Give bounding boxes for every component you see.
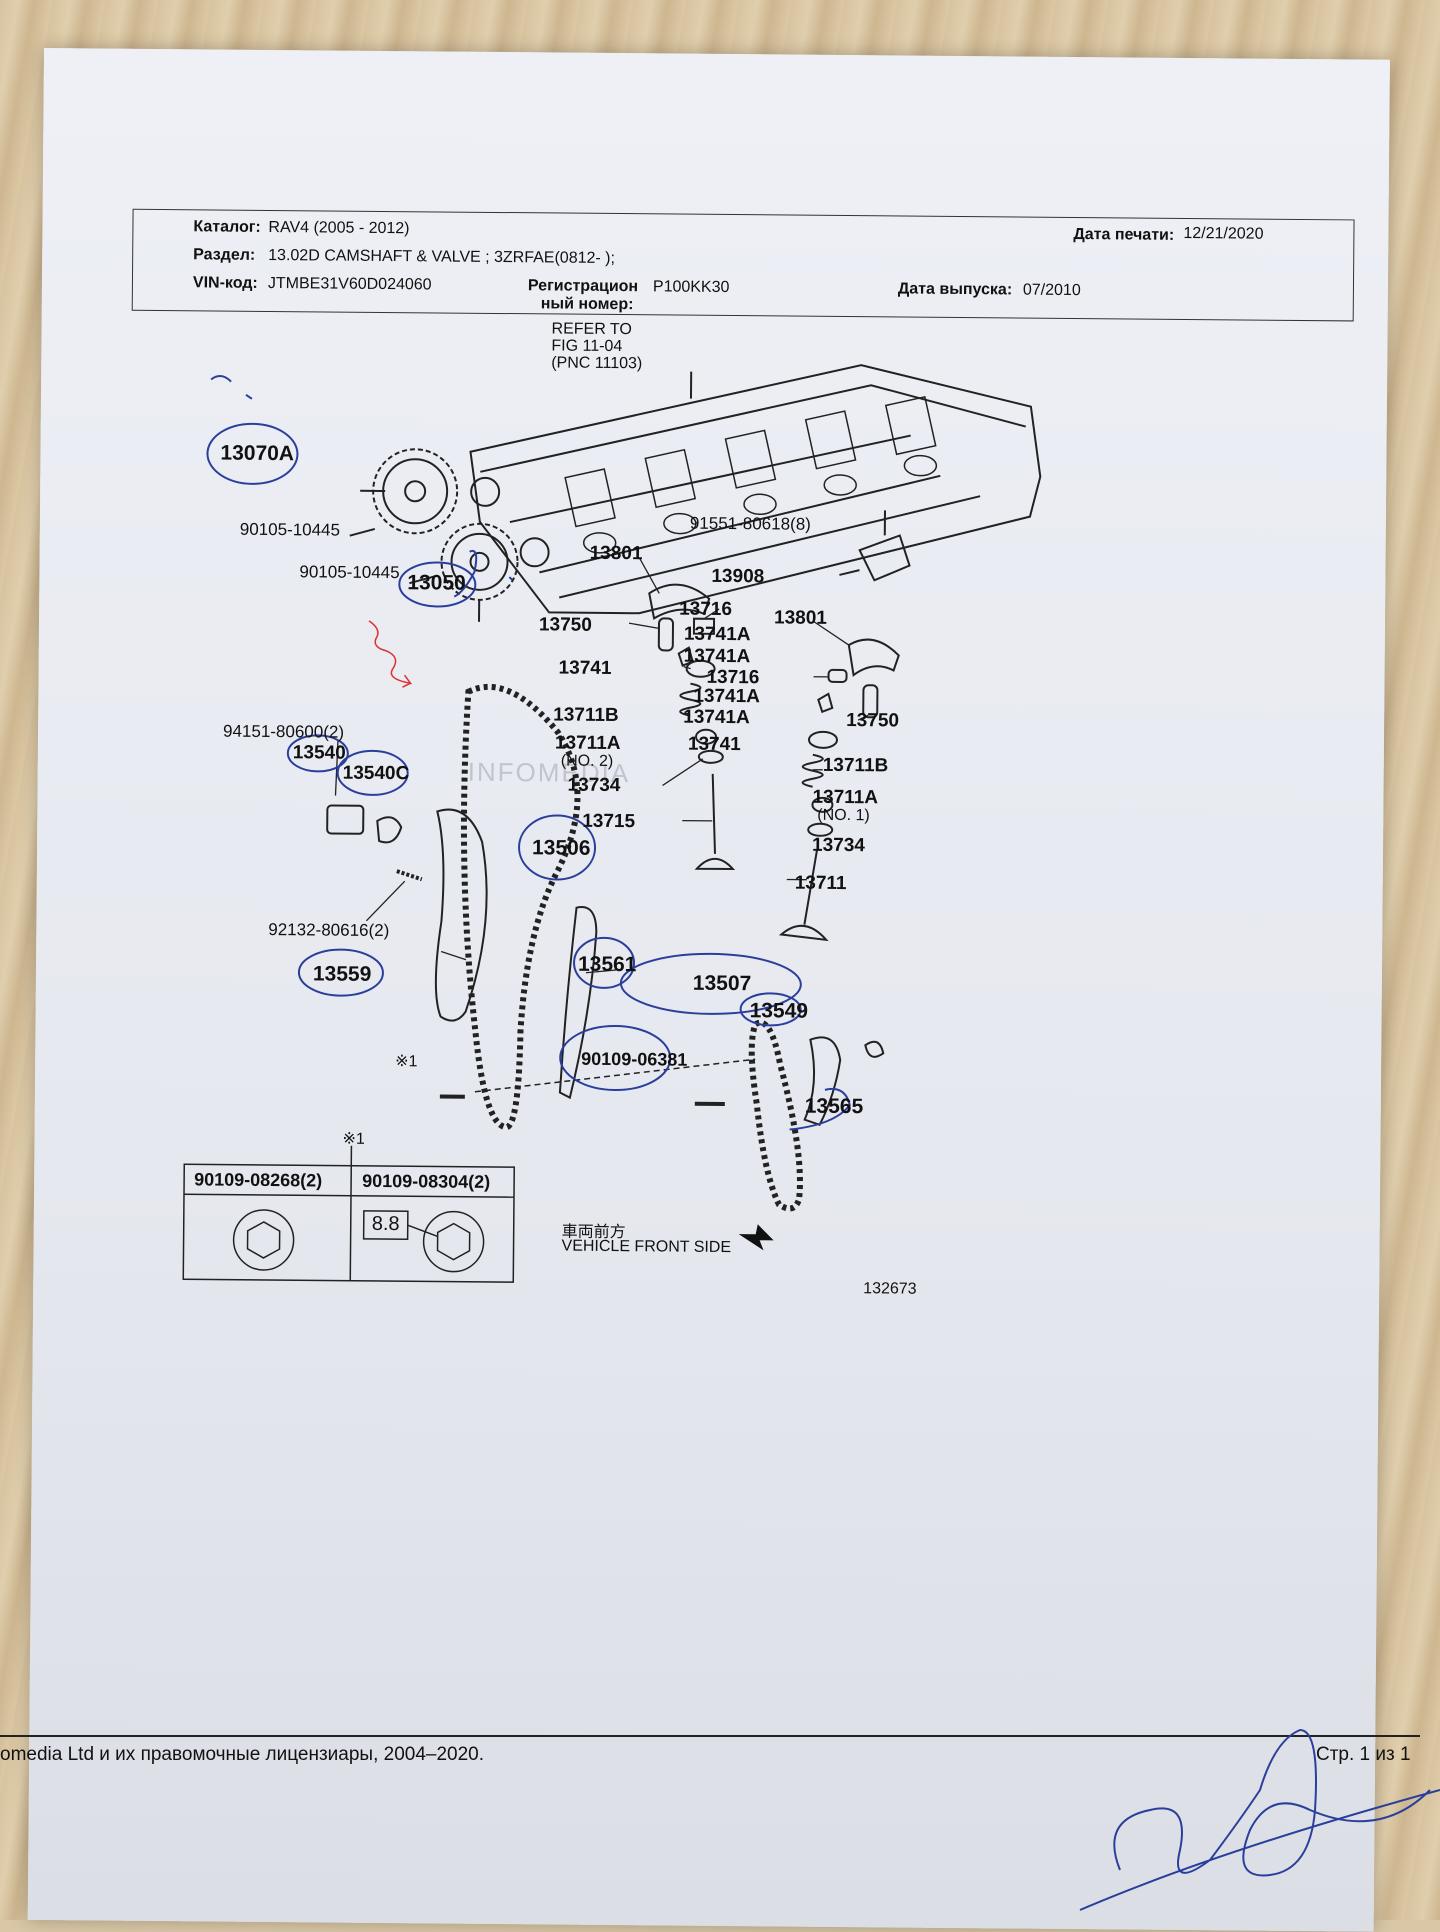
part-13750-a: 13750: [539, 614, 592, 636]
part-13561: 13561: [578, 953, 637, 978]
printed-sheet: Каталог: RAV4 (2005 - 2012) Дата печати:…: [28, 48, 1390, 1932]
part-13549: 13549: [750, 999, 809, 1024]
part-90109-06381: 90109-06381: [581, 1049, 687, 1071]
part-13559: 13559: [313, 962, 372, 987]
part-13741A-c: 13741A: [693, 686, 760, 709]
part-13050: 13050: [407, 571, 466, 596]
part-92132: 92132-80616(2): [268, 920, 389, 941]
part-13715: 13715: [582, 811, 635, 833]
part-13507: 13507: [693, 972, 752, 997]
part-94151: 94151-80600(2): [223, 722, 344, 743]
refer-to-line1: REFER TO: [551, 320, 642, 338]
part-13801-a: 13801: [590, 543, 643, 565]
note-mark1: ※1: [395, 1051, 417, 1071]
part-13565: 13565: [805, 1095, 864, 1120]
part-13711: 13711: [795, 873, 847, 895]
part-13506: 13506: [532, 836, 591, 861]
bolt-grade-mark: 8.8: [372, 1213, 400, 1236]
vehicle-front-en: VEHICLE FRONT SIDE: [561, 1238, 731, 1257]
part-13741-a: 13741: [559, 658, 612, 680]
part-91551: 91551-80618(8): [690, 514, 811, 535]
part-13750-b: 13750: [846, 710, 899, 732]
part-13540C: 13540C: [343, 763, 410, 786]
part-13741A-d: 13741A: [683, 707, 750, 730]
part-13734-b: 13734: [812, 835, 865, 857]
part-13908: 13908: [711, 566, 764, 588]
part-13801-b: 13801: [774, 607, 827, 629]
refer-to-line3: (PNC 11103): [551, 354, 642, 372]
bolt-table-col1: 90109-08268(2): [194, 1169, 322, 1191]
part-13711B-a: 13711B: [553, 704, 619, 727]
part-13711B-b: 13711B: [823, 755, 889, 778]
note-mark1-table: ※1: [342, 1129, 364, 1149]
part-13741A-b: 13741A: [684, 646, 751, 669]
part-13741A-a: 13741A: [684, 624, 751, 647]
parts-diagram: [29, 48, 1390, 1760]
note-no1: (NO. 1): [817, 807, 870, 825]
part-90105-a: 90105-10445: [240, 520, 340, 541]
part-90105-b: 90105-10445: [299, 562, 399, 583]
cam-sprockets: [349, 449, 518, 622]
figure-number: 132673: [863, 1280, 917, 1298]
bolt-table-drawing: [183, 1144, 514, 1282]
part-13734-a: 13734: [567, 775, 620, 797]
part-13741-b: 13741: [688, 734, 741, 756]
part-13716-a: 13716: [679, 599, 732, 621]
part-13070A: 13070A: [220, 442, 294, 467]
part-13540: 13540: [293, 742, 346, 764]
footer-copyright: omedia Ltd и их правомочные лицензиары, …: [0, 1744, 484, 1766]
refer-to-line2: FIG 11-04: [551, 337, 642, 355]
refer-to-note: REFER TO FIG 11-04 (PNC 11103): [551, 320, 642, 372]
handwritten-signature: [1060, 1700, 1440, 1920]
bolt-table-col2: 90109-08304(2): [362, 1171, 490, 1193]
front-direction-arrow: [739, 1224, 774, 1250]
note-no2: (NO. 2): [561, 753, 614, 771]
red-arrow-annotation: [368, 621, 411, 687]
